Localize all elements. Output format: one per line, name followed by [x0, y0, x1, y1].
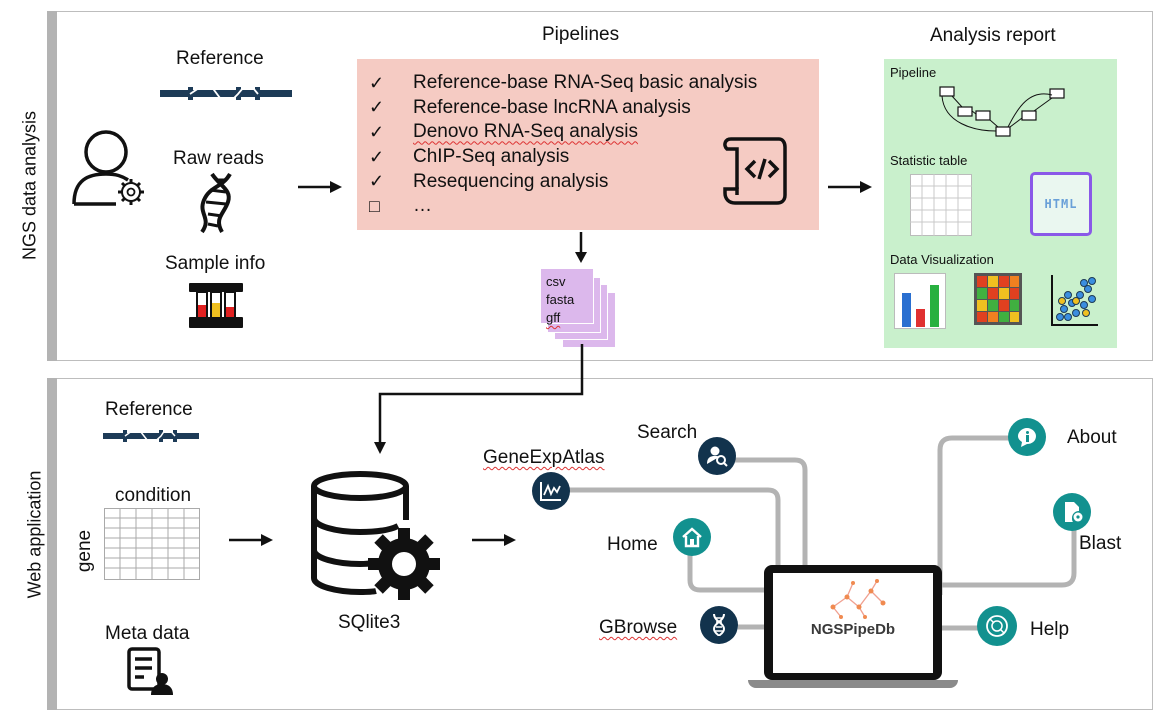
pipelines-title: Pipelines	[542, 24, 620, 45]
checkbox-icon: □	[369, 195, 380, 216]
arrow-to-database	[229, 534, 273, 546]
report-pipeline-label: Pipeline	[890, 65, 937, 80]
ngs-analysis-sidebar	[47, 11, 57, 361]
nav-gene-exp-atlas-button[interactable]	[532, 472, 570, 510]
data-visualization-label: Data Visualization	[890, 252, 994, 267]
file-type-csv: csv	[546, 274, 566, 289]
user-settings-icon	[72, 130, 144, 206]
file-type-fasta: fasta	[546, 292, 575, 307]
pipeline-item: ✓ Denovo RNA-Seq analysis	[369, 120, 757, 145]
arrow-to-web-app	[472, 534, 516, 546]
nav-connectors	[550, 435, 1077, 631]
check-icon: ✓	[369, 171, 385, 192]
dna-helix-icon	[712, 613, 726, 637]
pipeline-item-label: Denovo RNA-Seq analysis	[413, 121, 638, 143]
arrow-to-report	[828, 181, 872, 193]
gene-label: gene	[74, 529, 96, 573]
laptop-base	[748, 680, 958, 688]
raw-reads-label: Raw reads	[173, 148, 264, 169]
web-application-panel	[47, 378, 1153, 710]
dna-icon	[200, 172, 232, 234]
output-files-icon: csv fasta gff	[540, 268, 594, 327]
pipeline-item: ✓ ChIP-Seq analysis	[369, 145, 757, 170]
info-icon	[1018, 428, 1036, 447]
ngspipedb-logo-icon	[830, 579, 886, 619]
pipeline-item-label: Reference-base RNA-Seq basic analysis	[413, 72, 758, 94]
check-icon: ✓	[369, 146, 385, 167]
pipeline-list: ✓ Reference-base RNA-Seq basic analysis ✓…	[369, 71, 757, 219]
analysis-report-box: Pipeline Statistic table HTML Data	[884, 59, 1117, 348]
laptop-display: NGSPipeDb	[773, 573, 933, 673]
web-application-label: Web application	[24, 470, 45, 599]
pipeline-item: ✓ Resequencing analysis	[369, 169, 757, 194]
heatmap-icon	[974, 273, 1022, 325]
database-icon	[311, 471, 440, 600]
document-settings-icon	[1065, 502, 1083, 522]
condition-label: condition	[115, 485, 192, 506]
laptop-screen: NGSPipeDb	[764, 565, 942, 680]
reference-label: Reference	[176, 48, 264, 69]
bar-chart-icon	[894, 273, 946, 329]
statistic-table-grid	[910, 174, 972, 236]
nav-help-button[interactable]	[977, 606, 1017, 646]
file-type-list: csv fasta gff	[546, 273, 574, 327]
nav-home-button[interactable]	[673, 518, 711, 556]
expression-matrix-grid	[104, 508, 200, 580]
files-to-database-connector	[374, 344, 584, 454]
nav-about-label[interactable]: About	[1067, 427, 1117, 448]
pipeline-item: □…	[369, 194, 757, 219]
test-tubes-icon	[189, 283, 243, 328]
web-reference-label: Reference	[105, 399, 193, 420]
nav-gene-exp-atlas-label[interactable]: GeneExpAtlas	[483, 447, 605, 468]
nav-gbrowse-button[interactable]	[700, 606, 738, 644]
pipeline-item-label: ChIP-Seq analysis	[413, 146, 570, 168]
ngs-analysis-label: NGS data analysis	[19, 110, 40, 261]
sample-info-label: Sample info	[165, 253, 266, 274]
pipeline-item: ✓ Reference-base lncRNA analysis	[369, 96, 757, 121]
web-reference-icon	[103, 425, 199, 447]
nav-gbrowse-label[interactable]: GBrowse	[599, 617, 678, 638]
html-report-icon: HTML	[1030, 172, 1092, 236]
workflow-graph-icon	[939, 86, 1065, 137]
scatter-plot-icon	[1051, 275, 1098, 326]
nav-search-label[interactable]: Search	[637, 422, 698, 443]
line-chart-icon	[540, 482, 561, 501]
nav-blast-button[interactable]	[1053, 493, 1091, 531]
file-type-gff: gff	[546, 310, 561, 325]
check-icon: ✓	[369, 121, 385, 142]
script-scroll-icon	[723, 137, 787, 205]
pipeline-item-label: Reference-base lncRNA analysis	[413, 96, 691, 118]
meta-data-icon	[127, 647, 173, 695]
web-application-sidebar	[47, 378, 57, 710]
app-name: NGSPipeDb	[810, 621, 896, 638]
home-icon	[682, 527, 702, 548]
nav-home-label[interactable]: Home	[607, 534, 658, 555]
nav-help-label[interactable]: Help	[1030, 619, 1070, 640]
pipeline-item: ✓ Reference-base RNA-Seq basic analysis	[369, 71, 757, 96]
user-search-icon	[707, 446, 728, 467]
arrow-to-files	[575, 232, 587, 263]
check-icon: ✓	[369, 72, 385, 93]
pipelines-box: ✓ Reference-base RNA-Seq basic analysis ✓…	[357, 59, 819, 230]
reference-genome-icon	[160, 80, 292, 108]
pipeline-item-label: …	[413, 195, 432, 217]
nav-about-button[interactable]	[1008, 418, 1046, 456]
database-label: SQlite3	[338, 612, 401, 633]
html-badge-text: HTML	[1044, 197, 1078, 211]
arrow-to-pipelines	[298, 181, 342, 193]
help-icon	[986, 615, 1008, 637]
nav-blast-label[interactable]: Blast	[1079, 533, 1122, 554]
nav-search-button[interactable]	[698, 437, 736, 475]
check-icon: ✓	[369, 97, 385, 118]
pipeline-item-label: Resequencing analysis	[413, 170, 609, 192]
meta-data-label: Meta data	[105, 623, 190, 644]
report-title: Analysis report	[930, 25, 1056, 46]
statistic-table-label: Statistic table	[890, 153, 968, 168]
